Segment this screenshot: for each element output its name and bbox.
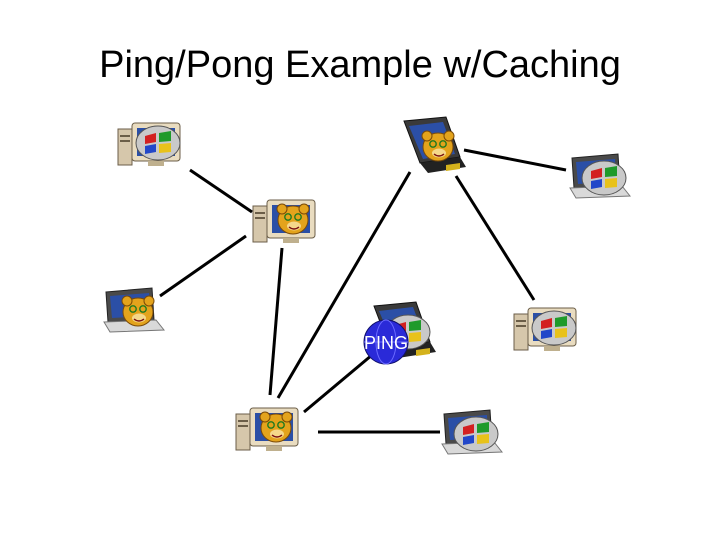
node-n2-desktop	[252, 199, 316, 243]
network-nodes: PING	[103, 116, 632, 455]
link-n4-n5	[463, 148, 567, 172]
node-n6-laptop-tilted: PING	[363, 301, 436, 365]
windows-logo-icon	[135, 125, 181, 161]
windows-logo-icon	[581, 160, 627, 196]
windows-logo-icon	[453, 416, 499, 452]
link-n1-n2	[189, 168, 253, 214]
node-n7-desktop	[513, 307, 577, 351]
windows-logo-icon	[531, 310, 577, 346]
node-n4-laptop-tilted	[403, 116, 466, 173]
node-n5-laptop	[569, 153, 632, 199]
node-n3-laptop	[103, 287, 166, 333]
link-n2-n3	[159, 234, 247, 298]
link-n2-n8	[268, 247, 284, 396]
node-n9-laptop	[441, 409, 504, 455]
bear-icon	[276, 203, 310, 235]
link-n6-n8	[303, 353, 373, 414]
bear-icon	[421, 130, 455, 162]
node-n8-desktop	[235, 407, 299, 451]
network-links	[159, 148, 567, 434]
ping-label: PING	[364, 333, 408, 353]
link-n4-n7	[454, 175, 536, 301]
link-n4-n8	[276, 171, 412, 399]
slide-title: Ping/Pong Example w/Caching	[99, 44, 621, 86]
ping-globe-icon	[363, 319, 409, 365]
bear-icon	[121, 295, 155, 327]
bear-icon	[259, 411, 293, 443]
node-n1-desktop	[117, 122, 181, 166]
